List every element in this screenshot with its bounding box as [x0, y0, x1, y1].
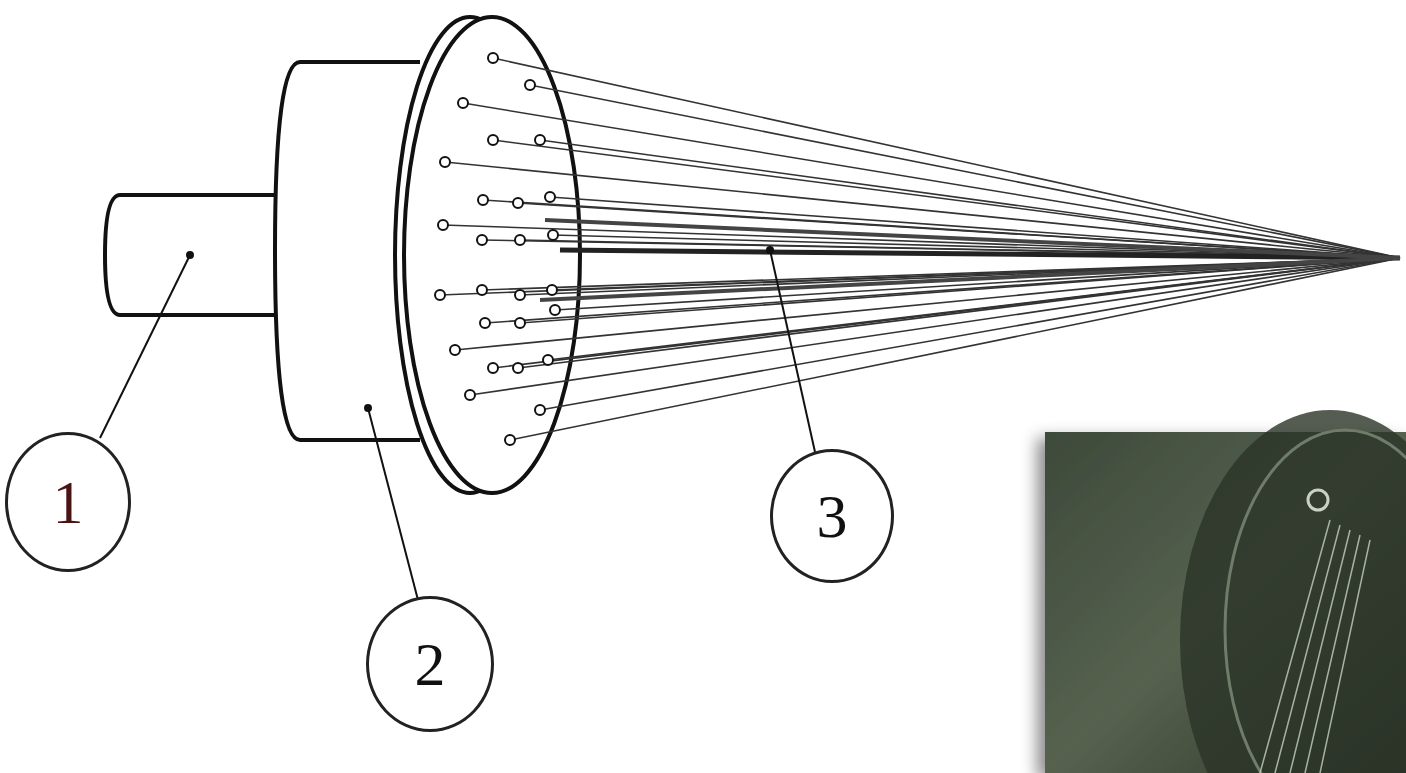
- leader-lines: [100, 247, 815, 600]
- fiber-ends: [435, 53, 560, 445]
- disc-face: [404, 17, 580, 493]
- callout-number: 1: [53, 471, 84, 533]
- callout-number: 3: [817, 485, 848, 547]
- fibers: [440, 58, 1400, 440]
- callout-circle: 1: [5, 432, 131, 572]
- shaft: [105, 195, 290, 315]
- photo-inset: [1045, 410, 1406, 773]
- callout-number: 2: [415, 633, 446, 695]
- callout-circle: 2: [366, 596, 494, 732]
- callout-circle: 3: [770, 449, 894, 583]
